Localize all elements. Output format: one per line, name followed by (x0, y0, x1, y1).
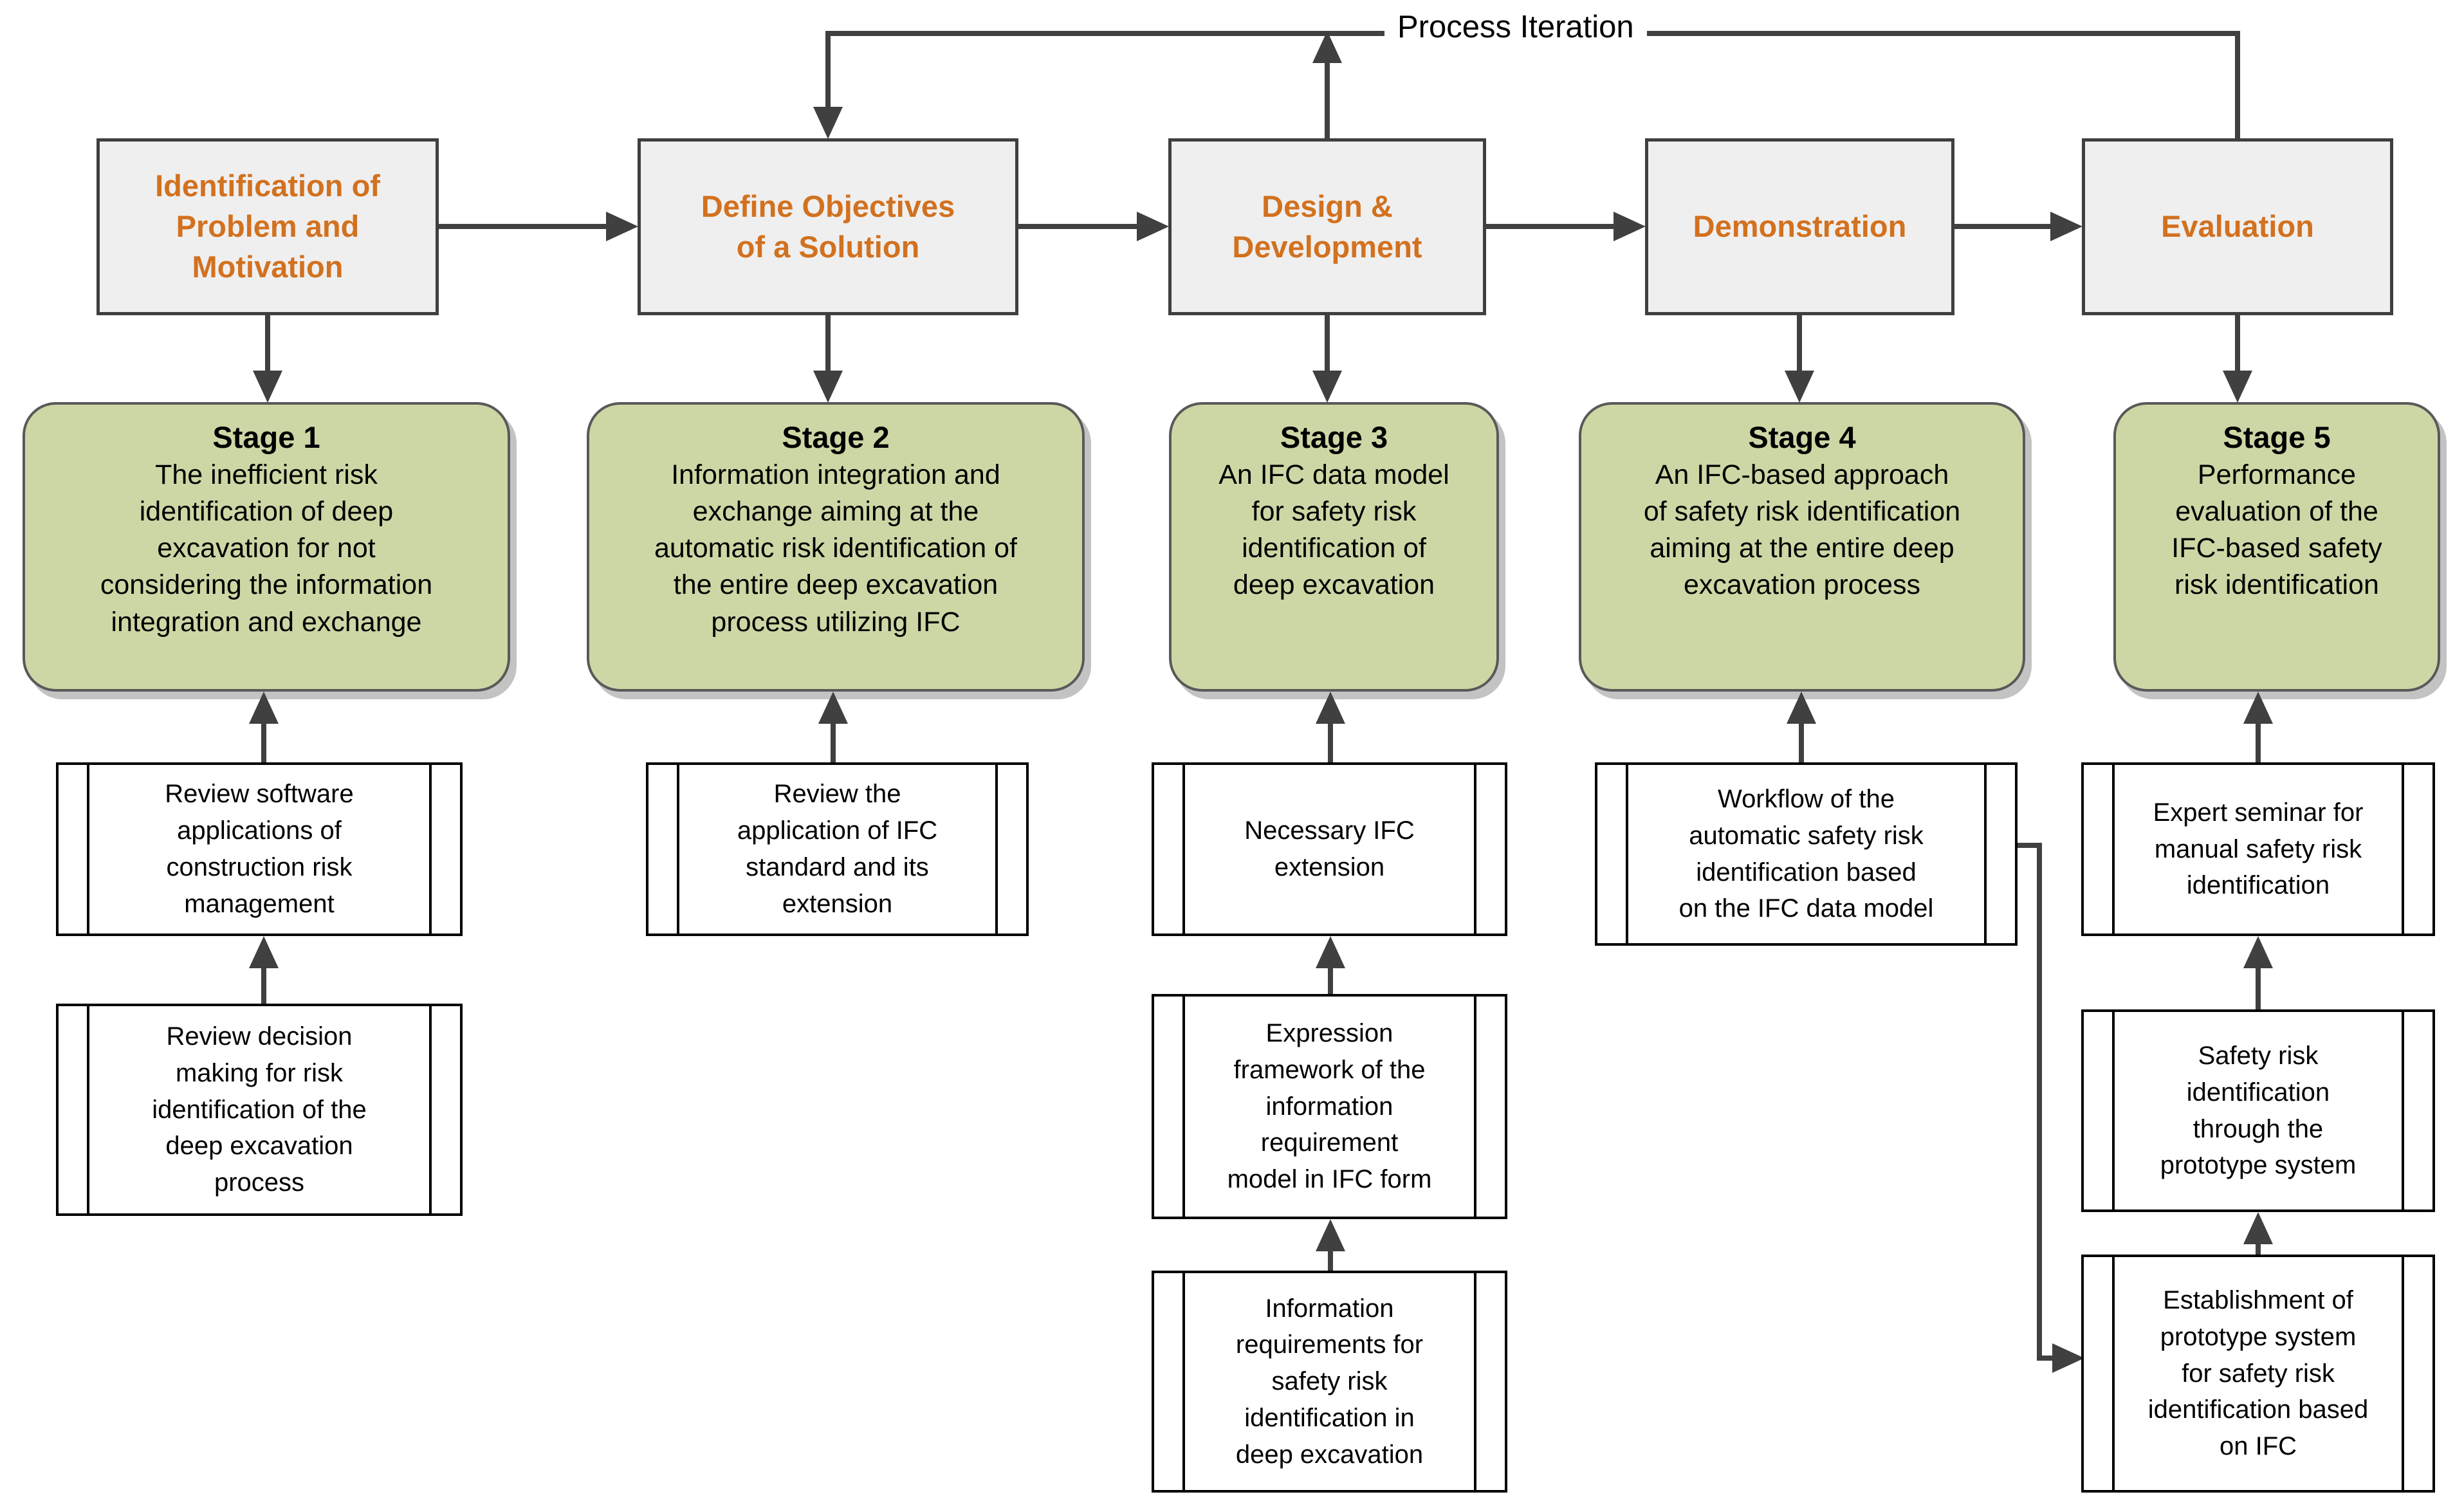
arrow-phase3-phase4-head (1614, 212, 1646, 241)
phase-box-define-objectives: Define Objectives of a Solution (638, 138, 1018, 315)
arrow-phase5-stage5-head (2223, 371, 2252, 403)
arrow-col1-inner-line (261, 963, 266, 1004)
stage2-box: Stage 2 Information integration and exch… (587, 402, 1085, 692)
activity-review-software-text: Review software applications of construc… (165, 780, 354, 918)
activity-expert-seminar-text: Expert seminar for manual safety risk id… (2153, 798, 2364, 900)
arrow-phase5-stage5-line (2235, 315, 2240, 376)
stage5-title: Stage 5 (2223, 420, 2331, 454)
arrow-col5-inner2-head (2243, 1212, 2273, 1244)
iteration-arrowhead-into-phase2 (813, 107, 843, 139)
arrow-col3-inner1-head (1316, 936, 1345, 968)
activity-review-ifc-standard-text: Review the application of IFC standard a… (737, 780, 938, 918)
arrow-phase2-stage2-head (813, 371, 843, 403)
stage5-box: Stage 5 Performance evaluation of the IF… (2113, 402, 2440, 692)
activity-establishment-prototype: Establishment of prototype system for sa… (2081, 1255, 2435, 1493)
phase-label-evaluation: Evaluation (2161, 209, 2314, 244)
arrow-col3-inner2-line (1328, 1246, 1333, 1271)
elbow-workflow-stub (2018, 843, 2042, 848)
activity-review-software: Review software applications of construc… (56, 762, 463, 936)
arrow-col5-inner2-line (2256, 1239, 2261, 1255)
activity-review-decision: Review decision making for risk identifi… (56, 1004, 463, 1216)
stage4-box: Stage 4 An IFC-based approach of safety … (1579, 402, 2025, 692)
stage3-text: An IFC data model for safety risk identi… (1218, 459, 1449, 601)
stage2-title: Stage 2 (782, 420, 890, 454)
phase-box-evaluation: Evaluation (2082, 138, 2393, 315)
activity-expression-framework-text: Expression framework of the information … (1227, 1019, 1432, 1194)
arrow-phase2-phase3-line (1018, 224, 1138, 229)
stage4-title: Stage 4 (1748, 420, 1856, 454)
arrow-activity-stage5-head (2243, 692, 2273, 724)
elbow-workflow-head (2052, 1343, 2084, 1373)
arrow-phase4-stage4-head (1785, 371, 1814, 403)
arrow-activity-stage5-line (2256, 719, 2261, 762)
arrow-activity-stage4-head (1787, 692, 1816, 724)
arrow-activity-stage2-line (831, 719, 836, 762)
activity-establishment-prototype-text: Establishment of prototype system for sa… (2147, 1286, 2369, 1461)
elbow-workflow-vertical (2037, 843, 2042, 1361)
arrow-phase1-stage1-head (253, 371, 282, 403)
process-iteration-label: Process Iteration (1384, 6, 1647, 48)
arrow-col3-inner2-head (1316, 1219, 1345, 1251)
iteration-line-right-vertical (2235, 31, 2240, 138)
arrow-phase3-stage3-head (1312, 371, 1342, 403)
arrow-phase1-phase2-line (439, 224, 609, 229)
arrow-phase4-stage4-line (1797, 315, 1802, 376)
phase-label-design-development: Design & Development (1232, 189, 1422, 264)
stage1-box: Stage 1 The inefficient risk identificat… (23, 402, 510, 692)
arrow-phase1-phase2-head (606, 212, 638, 241)
arrow-activity-stage3-head (1316, 692, 1345, 724)
activity-information-requirements-text: Information requirements for safety risk… (1235, 1294, 1424, 1469)
arrow-activity-stage1-line (261, 719, 266, 762)
phase-box-design-development: Design & Development (1168, 138, 1486, 315)
arrow-phase4-phase5-head (2050, 212, 2082, 241)
arrow-phase3-phase4-line (1486, 224, 1615, 229)
arrow-phase3-stage3-line (1325, 315, 1330, 376)
activity-workflow-text: Workflow of the automatic safety risk id… (1678, 784, 1934, 923)
arrow-phase2-phase3-head (1137, 212, 1169, 241)
arrow-col1-inner-head (249, 936, 279, 968)
activity-information-requirements: Information requirements for safety risk… (1152, 1271, 1507, 1493)
arrow-activity-stage1-head (249, 692, 279, 724)
arrow-phase2-stage2-line (825, 315, 831, 376)
activity-safety-risk-prototype-text: Safety risk identification through the p… (2160, 1041, 2357, 1180)
stage3-title: Stage 3 (1280, 420, 1388, 454)
phase-label-define-objectives: Define Objectives of a Solution (701, 189, 955, 264)
stage2-text: Information integration and exchange aim… (654, 459, 1018, 638)
arrow-activity-stage4-line (1799, 719, 1804, 762)
activity-necessary-ifc-extension: Necessary IFC extension (1152, 762, 1507, 936)
activity-expression-framework: Expression framework of the information … (1152, 994, 1507, 1219)
phase-label-demonstration: Demonstration (1693, 209, 1907, 244)
activity-necessary-ifc-extension-text: Necessary IFC extension (1244, 816, 1415, 881)
activity-expert-seminar: Expert seminar for manual safety risk id… (2081, 762, 2435, 936)
elbow-workflow-stub2 (2037, 1356, 2061, 1361)
iteration-arrowhead-from-phase3 (1312, 31, 1342, 63)
iteration-line-phase3-vertical (1325, 60, 1330, 138)
arrow-activity-stage3-line (1328, 719, 1333, 762)
iteration-line-left-vertical (825, 31, 831, 109)
activity-review-ifc-standard: Review the application of IFC standard a… (646, 762, 1029, 936)
phase-box-demonstration: Demonstration (1645, 138, 1954, 315)
activity-review-decision-text: Review decision making for risk identifi… (152, 1022, 367, 1197)
arrow-col5-inner1-line (2256, 963, 2261, 1009)
phase-box-identification: Identification of Problem and Motivation (97, 138, 439, 315)
arrow-activity-stage2-head (818, 692, 848, 724)
stage5-text: Performance evaluation of the IFC-based … (2171, 459, 2382, 601)
activity-workflow: Workflow of the automatic safety risk id… (1595, 762, 2018, 946)
stage1-text: The inefficient risk identification of d… (100, 459, 433, 638)
arrow-phase1-stage1-line (265, 315, 270, 376)
stage4-text: An IFC-based approach of safety risk ide… (1643, 459, 1961, 601)
arrow-col5-inner1-head (2243, 936, 2273, 968)
stage3-box: Stage 3 An IFC data model for safety ris… (1169, 402, 1499, 692)
arrow-phase4-phase5-line (1954, 224, 2052, 229)
phase-label-identification: Identification of Problem and Motivation (155, 169, 380, 284)
activity-safety-risk-prototype: Safety risk identification through the p… (2081, 1009, 2435, 1212)
stage1-title: Stage 1 (212, 420, 320, 454)
arrow-col3-inner1-line (1328, 963, 1333, 994)
